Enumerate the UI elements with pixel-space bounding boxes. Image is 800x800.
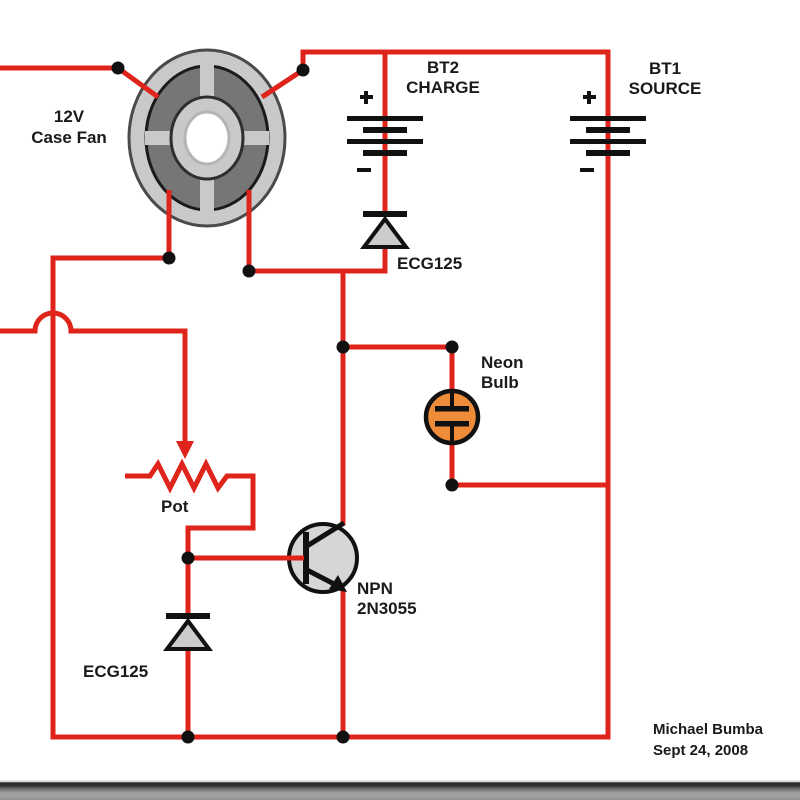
bt1-battery-icon: [570, 91, 646, 172]
bt2-role: CHARGE: [406, 78, 480, 97]
bt2-minus-icon: [357, 168, 371, 172]
bt1-label: BT1 SOURCE: [607, 59, 723, 99]
transistor-label-line1: NPN: [357, 579, 393, 598]
neon-label-line1: Neon: [481, 353, 524, 372]
bt2-battery-icon: [347, 91, 423, 172]
transistor-label-line2: 2N3055: [357, 599, 417, 618]
bt2-plus-icon: [360, 91, 373, 104]
wire-pot-network: [125, 458, 256, 737]
bt2-name: BT2: [426, 58, 460, 77]
credit-block: Michael Bumba Sept 24, 2008: [653, 719, 763, 761]
diode-bottom-label: ECG125: [83, 662, 149, 681]
diode-top-icon: [360, 211, 410, 249]
bt1-role: SOURCE: [628, 79, 702, 98]
emitter-arrow-icon: [329, 575, 347, 592]
bt1-minus-icon: [580, 168, 594, 172]
neon-label: Neon Bulb: [481, 353, 524, 393]
neon-bulb-icon: [423, 388, 481, 446]
fan-label-line1: 12V: [53, 107, 85, 126]
credit-date: Sept 24, 2008: [653, 742, 749, 759]
diode-top-label: ECG125: [397, 254, 463, 273]
credit-author: Michael Bumba: [653, 721, 764, 738]
neon-label-line2: Bulb: [481, 373, 519, 392]
transistor-label: NPN 2N3055: [357, 579, 417, 619]
bt1-plus-icon: [583, 91, 596, 104]
wire-fan-top-left: [116, 65, 160, 100]
pot-label: Pot: [161, 497, 189, 516]
wire-pot-feed-with-hop: [0, 310, 188, 441]
bt2-label: BT2 CHARGE: [385, 58, 501, 98]
diode-bottom-icon: [163, 613, 213, 651]
bt1-name: BT1: [648, 59, 682, 78]
wires: [0, 49, 611, 740]
junction-dots: [111, 61, 459, 744]
case-fan-icon: [127, 48, 287, 228]
fan-label: 12V Case Fan: [9, 106, 129, 148]
pot-wiper-arrow-icon: [176, 441, 194, 459]
window-edge-bar: [0, 780, 800, 800]
fan-label-line2: Case Fan: [31, 128, 107, 147]
